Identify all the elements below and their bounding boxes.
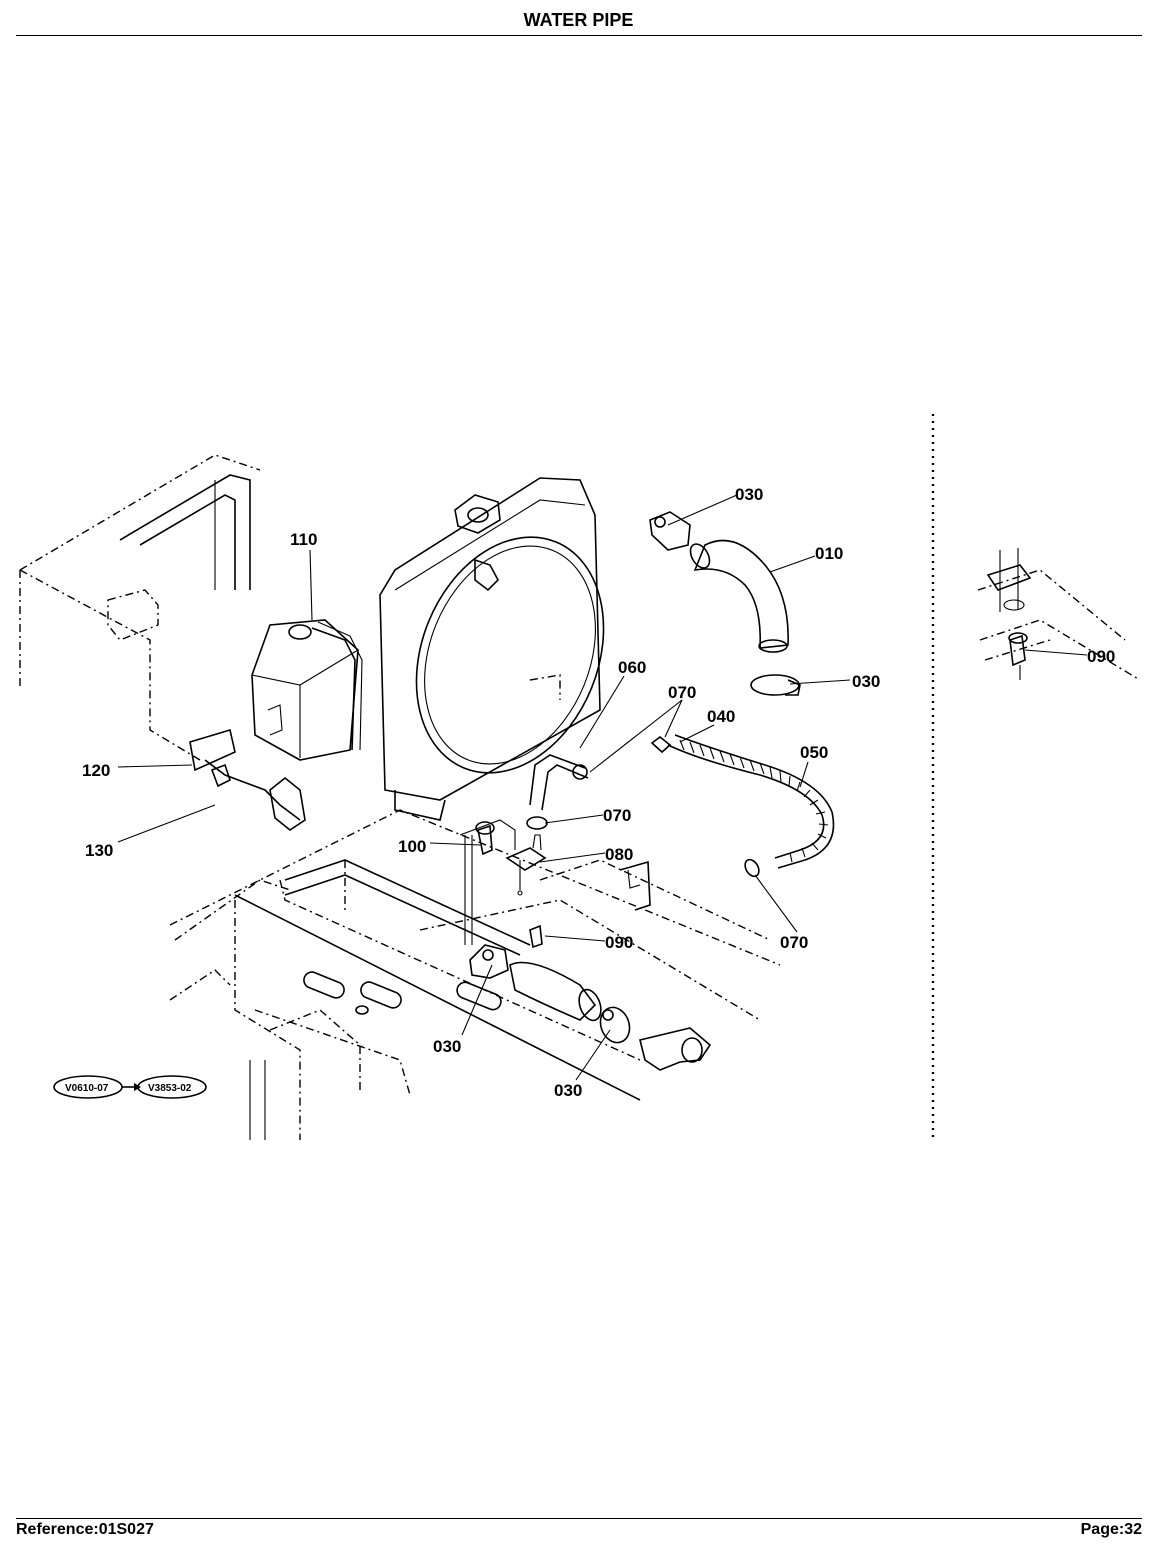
callout-090: 090 (605, 933, 633, 952)
callout-labels: 030 010 110 030 060 070 040 050 120 070 … (82, 485, 1115, 1100)
callout-040: 040 (707, 707, 735, 726)
callout-130: 130 (85, 841, 113, 860)
callout-080: 080 (605, 845, 633, 864)
water-pipe (529, 754, 589, 811)
radiator (379, 477, 605, 821)
page-number: Page:32 (1080, 1521, 1142, 1538)
callout-010: 010 (815, 544, 843, 563)
tank-bracket (189, 728, 306, 831)
drain-fittings (459, 816, 548, 949)
callout-050: 050 (800, 743, 828, 762)
callout-030: 030 (554, 1081, 582, 1100)
lower-hose (469, 944, 712, 1071)
callout-100: 100 (398, 837, 426, 856)
reserve-tank (251, 619, 363, 761)
serial-range-badge: V0610-07 V3853-02 (53, 1075, 207, 1099)
callout-070: 070 (668, 683, 696, 702)
header-rule (16, 35, 1142, 36)
callout-120: 120 (82, 761, 110, 780)
inset-detail (977, 548, 1141, 681)
callout-070: 070 (603, 806, 631, 825)
callout-110: 110 (290, 530, 317, 549)
callout-070: 070 (780, 933, 808, 952)
upper-hose (649, 511, 801, 696)
footer-rule (16, 1518, 1142, 1519)
reference-label: Reference:01S027 (16, 1521, 154, 1538)
callout-030: 030 (852, 672, 880, 691)
corrugated-hose (650, 734, 835, 878)
callout-030: 030 (735, 485, 763, 504)
callout-060: 060 (618, 658, 646, 677)
page-title: WATER PIPE (523, 10, 634, 30)
serial-from: V0610-07 (65, 1083, 109, 1094)
leader-lines (117, 494, 1088, 1081)
callout-030: 030 (433, 1037, 461, 1056)
callout-090: 090 (1087, 647, 1115, 666)
serial-to: V3853-02 (148, 1083, 192, 1094)
machine-frame (19, 454, 781, 1140)
